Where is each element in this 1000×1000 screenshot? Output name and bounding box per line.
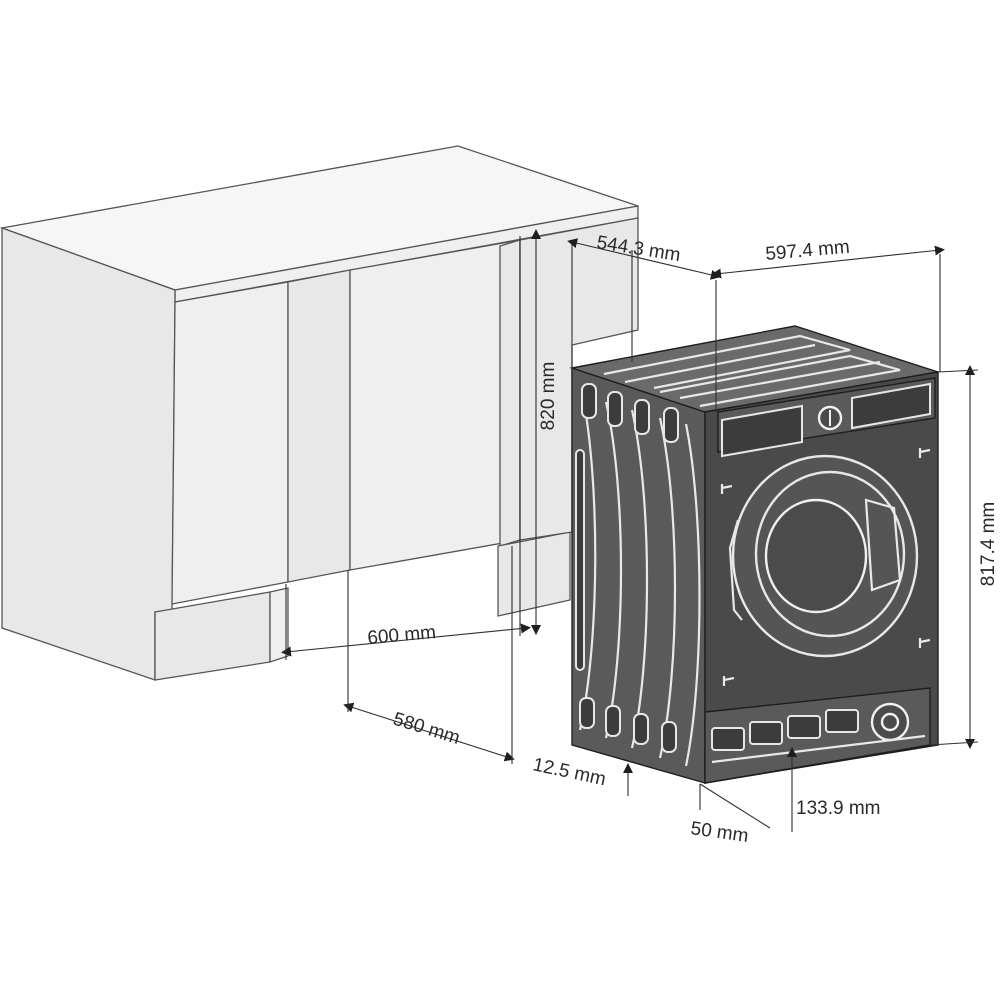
door-glass xyxy=(764,498,868,614)
left-cabinet-side xyxy=(1,227,176,681)
dimension-lines xyxy=(281,229,979,832)
machine-depth-line xyxy=(567,238,721,280)
side-ribs xyxy=(578,391,701,767)
cabinet-width-label: 600 mm xyxy=(367,622,437,649)
left-base-unit xyxy=(171,281,289,605)
top-rails xyxy=(603,334,901,408)
offset-label: 12.5 mm xyxy=(531,754,608,790)
machine-plinth xyxy=(704,687,931,784)
cabinet-depth-label: 580 mm xyxy=(391,709,463,749)
washing-machine xyxy=(569,325,939,784)
plinth-height-label: 133.9 mm xyxy=(796,798,880,819)
machine-door xyxy=(728,454,919,658)
display-panel xyxy=(851,382,931,430)
detergent-drawer xyxy=(721,404,803,458)
plinth-depth-label: 50 mm xyxy=(689,818,749,847)
cabinet-height-label: 820 mm xyxy=(538,362,559,431)
recess-back-wall xyxy=(287,269,351,583)
machine-width-line xyxy=(711,245,945,279)
right-plinth xyxy=(497,531,571,617)
cabinet-width-line xyxy=(281,623,531,657)
front-corner-marks xyxy=(720,448,931,686)
cabinet-depth-line xyxy=(343,702,515,762)
right-unit-inner-side xyxy=(499,239,521,547)
control-panel xyxy=(717,377,936,458)
side-slots xyxy=(575,383,679,753)
plinth-depth-line xyxy=(699,783,771,829)
left-plinth-face xyxy=(269,587,289,663)
door-handle xyxy=(864,498,902,592)
machine-height-label: 817.4 mm xyxy=(978,502,999,586)
right-base-unit xyxy=(349,239,521,571)
door-hinge xyxy=(728,519,743,621)
